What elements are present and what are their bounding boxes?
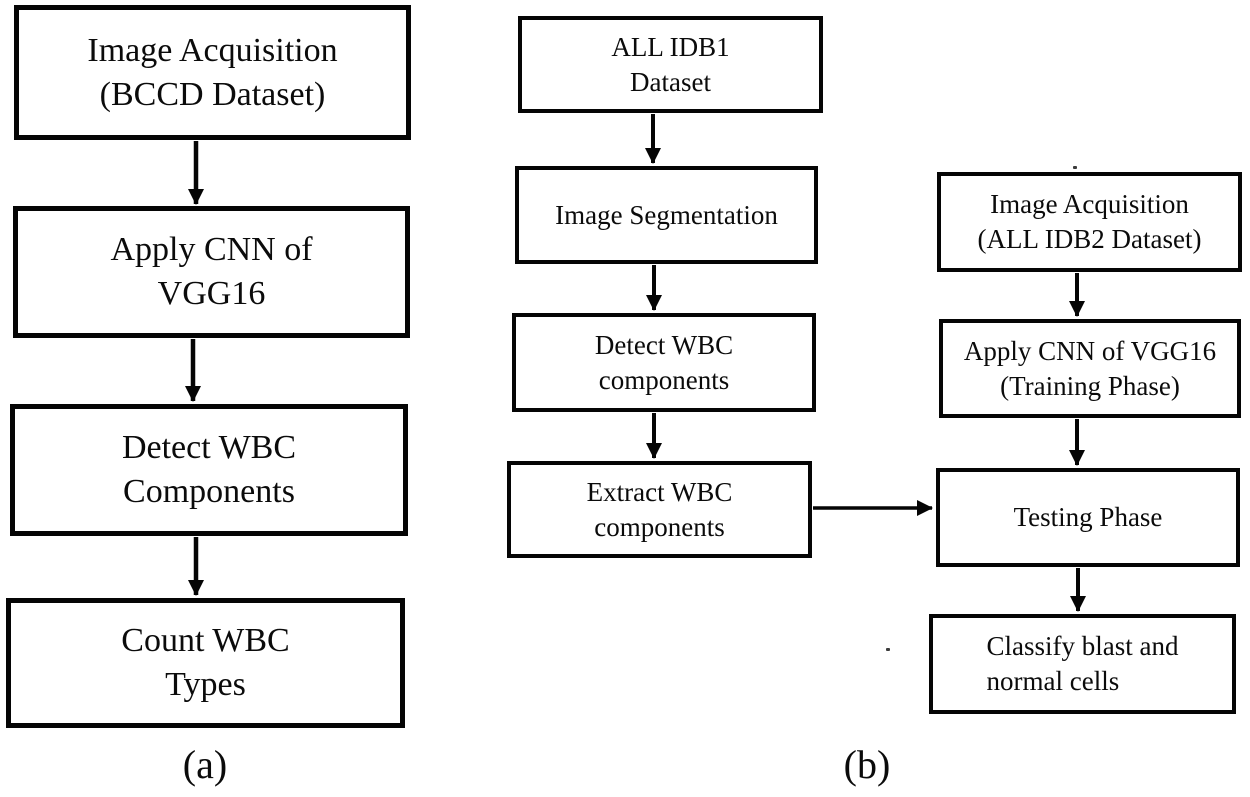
- box-image-acquisition-bccd: Image Acquisition (BCCD Dataset): [14, 5, 411, 140]
- box-count-wbc-types: Count WBC Types: [6, 598, 405, 728]
- panel-b-label: (b): [843, 742, 891, 787]
- box-detect-wbc-components-b: Detect WBC components: [512, 313, 816, 412]
- box-detect-wbc-components-a: Detect WBC Components: [10, 404, 408, 536]
- speck-dot: [1073, 166, 1077, 169]
- panel-a-label: (a): [182, 742, 228, 787]
- box-image-segmentation: Image Segmentation: [515, 166, 818, 264]
- box-testing-phase: Testing Phase: [936, 468, 1240, 567]
- speck-dot: [886, 648, 890, 651]
- box-all-idb1-dataset: ALL IDB1 Dataset: [518, 16, 823, 113]
- box-apply-cnn-vgg16-training: Apply CNN of VGG16 (Training Phase): [939, 319, 1241, 418]
- box-image-acquisition-all-idb2: Image Acquisition (ALL IDB2 Dataset): [937, 172, 1242, 272]
- box-classify-blast-normal-cells: Classify blast and normal cells: [929, 614, 1236, 714]
- box-apply-cnn-vgg16: Apply CNN of VGG16: [13, 206, 410, 338]
- box-extract-wbc-components: Extract WBC components: [507, 461, 812, 558]
